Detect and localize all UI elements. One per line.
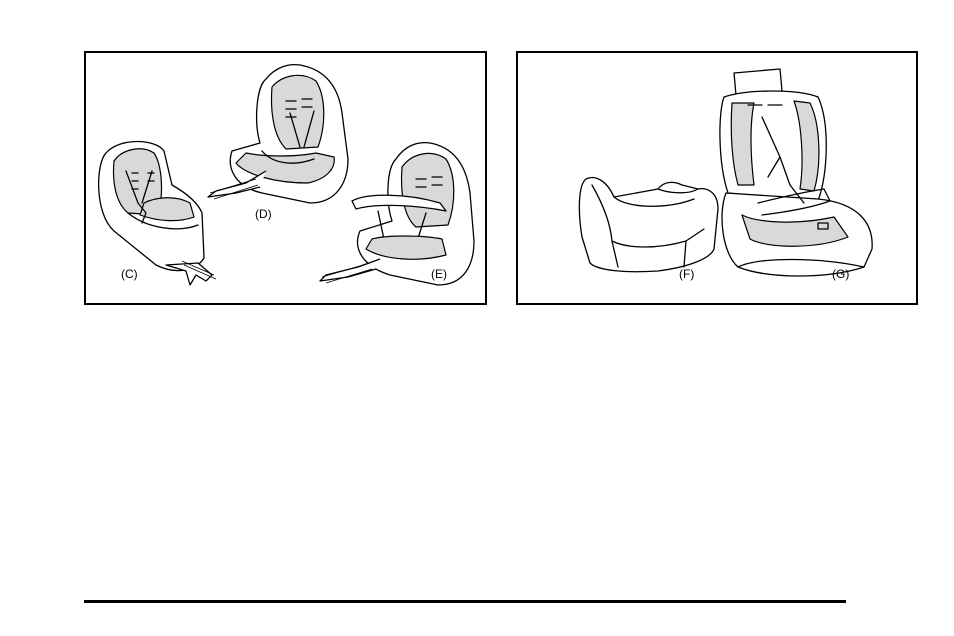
- label-c: (C): [121, 267, 138, 281]
- car-seat-c-drawing: [99, 142, 216, 286]
- label-f: (F): [679, 267, 694, 281]
- booster-seat-g-drawing: [720, 69, 872, 276]
- illustration-panel-booster-seats: (F) (G): [516, 51, 918, 305]
- booster-seats-illustration: [518, 53, 916, 303]
- page-footer-rule: [84, 600, 846, 603]
- label-e: (E): [431, 267, 447, 281]
- label-g: (G): [832, 267, 849, 281]
- illustration-panel-forward-facing-seats: (C) (D) (E): [84, 51, 487, 305]
- label-d: (D): [255, 207, 272, 221]
- car-seats-illustration: [86, 53, 485, 303]
- booster-seat-f-drawing: [579, 178, 718, 272]
- car-seat-d-drawing: [208, 65, 348, 203]
